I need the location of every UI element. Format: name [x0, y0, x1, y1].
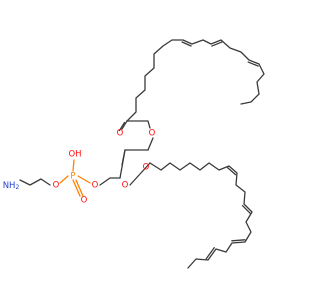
p-double-o-bond: [72, 179, 81, 197]
upper-ester-bond: [126, 120, 151, 129]
p-double-o-bond-2: [75, 179, 84, 197]
molecule-structure-diagram: O O O O O O O P OH NH2: [2, 39, 265, 269]
amine-group: NH2: [3, 181, 20, 191]
lower-chain-cis-double-bond-2: [241, 204, 252, 215]
phosphate-glycerol-bond: [99, 177, 121, 186]
upper-acyl-chain: [126, 39, 265, 122]
phosphorus-atom: P: [70, 172, 75, 182]
upper-carbonyl-double: [118, 121, 126, 132]
lower-chain-cis-double-bond-3: [231, 239, 246, 242]
lower-chain-cis-double-bond-1: [226, 167, 237, 176]
lower-chain-cis-double-bond-4: [205, 247, 215, 260]
glycerol-c1-c2: [147, 137, 154, 151]
phosphate-double-bond-oxygen: O: [81, 196, 88, 206]
phosphate-oxygen-left: O: [53, 181, 60, 191]
upper-carbonyl-bond: [121, 120, 128, 130]
upper-chain-cis-double-bond-1: [181, 41, 192, 47]
glycerol-ester-lower: [119, 149, 126, 179]
p-o-left-bond: [59, 175, 69, 184]
lower-ester-linkage: [129, 162, 151, 186]
upper-chain-cis-double-bond-3: [247, 61, 259, 67]
hydroxyl-group: OH: [68, 150, 81, 160]
lower-acyl-chain: [149, 162, 253, 269]
upper-chain-cis-double-bond-2: [211, 41, 223, 47]
p-oh-bond: [72, 159, 75, 172]
ester-oxygen-lower: O: [122, 181, 129, 191]
p-o-right-bond: [77, 175, 91, 184]
amine-subscript: 2: [15, 184, 19, 191]
ester-oxygen-upper: O: [149, 129, 156, 139]
bond-skeleton: [19, 39, 265, 269]
phosphate-oxygen-right: O: [92, 181, 99, 191]
carbonyl-oxygen-lower: O: [143, 163, 150, 173]
carbonyl-oxygen-upper: O: [117, 129, 124, 139]
ethanolamine-chain: [19, 178, 51, 186]
atom-labels: O O O O O O O P OH NH2: [3, 129, 156, 206]
amine-nh-text: NH: [3, 181, 16, 191]
